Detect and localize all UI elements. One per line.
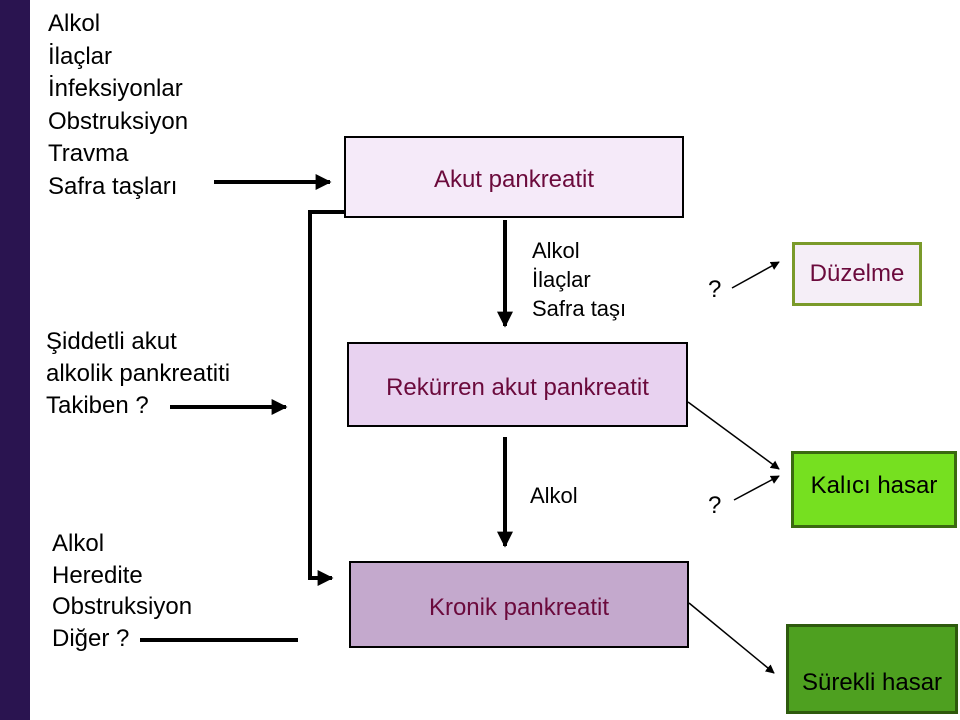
arrow-to-permanent <box>687 401 780 470</box>
arrow-to-ongoing <box>688 602 775 674</box>
recurrence-causes-list: Alkol İlaçlar Safra taşı <box>532 236 626 323</box>
question-mark: ? <box>708 276 722 303</box>
permanent-damage-box: Kalıcı hasar <box>791 451 957 528</box>
arrow-acute-to-chronic <box>308 210 344 586</box>
cause-item: Alkol <box>52 530 105 557</box>
cause-item: İlaçlar <box>532 267 591 292</box>
cause-item: Obstruksiyon <box>52 593 193 620</box>
acute-causes-list: Alkol İlaçlar İnfeksiyonlar Obstruksiyon… <box>48 8 188 203</box>
arrow-to-recovery <box>731 261 780 289</box>
sidebar-bar <box>0 0 30 720</box>
cause-item: Safra taşları <box>48 172 178 200</box>
ongoing-damage-box: Sürekli hasar <box>786 624 958 714</box>
cause-item: Alkol <box>48 10 101 37</box>
cause-item: Travma <box>48 140 129 167</box>
chronic-causes-list: Alkol Heredite Obstruksiyon Diğer ? <box>52 528 192 654</box>
chronic-pancreatitis-box: Kronik pankreatit <box>349 561 689 648</box>
cause-item: İnfeksiyonlar <box>48 75 183 102</box>
severe-line: Şiddetli akut <box>46 328 177 355</box>
cause-item: Heredite <box>52 561 143 589</box>
acute-pancreatitis-box: Akut pankreatit <box>344 136 684 218</box>
cause-item: Obstruksiyon <box>48 107 189 135</box>
cause-item: İlaçlar <box>48 42 113 70</box>
cause-item: Safra taşı <box>532 296 627 321</box>
chronic-cause-label: Alkol <box>530 483 578 508</box>
arrow-q-to-permanent <box>733 475 780 501</box>
recovery-box: Düzelme <box>792 242 922 306</box>
severe-line: alkolik pankreatiti <box>46 360 231 387</box>
severe-acute-label: Şiddetli akut alkolik pankreatiti Takibe… <box>46 326 230 422</box>
cause-item: Diğer ? <box>52 624 130 652</box>
severe-line: Takiben ? <box>46 392 149 419</box>
cause-item: Alkol <box>532 238 580 263</box>
question-mark: ? <box>708 492 722 519</box>
recurrent-pancreatitis-box: Rekürren akut pankreatit <box>347 342 688 427</box>
